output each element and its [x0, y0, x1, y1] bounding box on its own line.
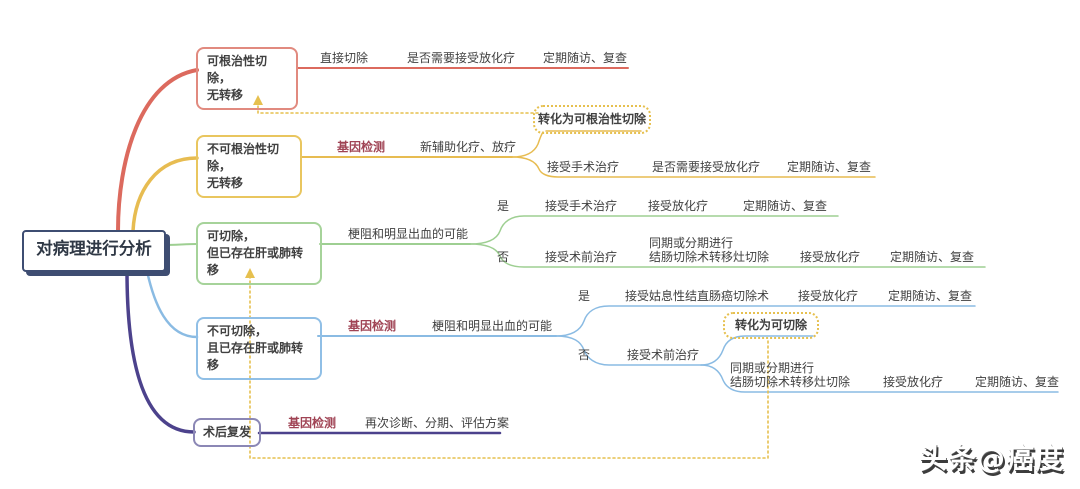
topic-radical-resection[interactable]: 可根治性切除， 无转移 — [196, 47, 298, 110]
step-followup-4no[interactable]: 定期随访、复查 — [975, 375, 1060, 389]
step-surgery-3[interactable]: 接受手术治疗 — [545, 199, 618, 213]
gene-test-label-3[interactable]: 基因检测 — [288, 416, 337, 430]
dashed-connector-top — [257, 103, 539, 114]
blue-convert-line — [700, 335, 814, 366]
step-chemoradio-3no[interactable]: 接受放化疗 — [800, 250, 861, 264]
step-followup-3yes[interactable]: 定期随访、复查 — [743, 199, 828, 213]
step-followup-3no[interactable]: 定期随访、复查 — [890, 250, 975, 264]
question-obstruction-1[interactable]: 梗阻和明显出血的可能 — [348, 227, 469, 241]
step-colectomy-1[interactable]: 同期或分期进行 结肠切除术转移灶切除 — [649, 236, 770, 264]
dashed-arrow-bottom — [245, 268, 255, 278]
green-no-line — [469, 243, 986, 268]
root-curve-green — [163, 243, 198, 246]
step-need-chemoradio-1[interactable]: 是否需要接受放化疗 — [407, 51, 516, 65]
topic-unresectable-metastasis[interactable]: 不可切除， 且已存在肝或肺转移 — [196, 317, 322, 380]
blue-no-label[interactable]: 否 — [578, 348, 591, 362]
root-curve-blue — [145, 269, 199, 339]
gene-test-label-1[interactable]: 基因检测 — [337, 140, 386, 154]
step-chemoradio-3yes[interactable]: 接受放化疗 — [648, 199, 709, 213]
step-followup-1[interactable]: 定期随访、复查 — [543, 51, 628, 65]
step-direct-resection[interactable]: 直接切除 — [320, 51, 369, 65]
yellow-fork-up — [511, 131, 544, 158]
blue-surgery-line — [700, 364, 1059, 393]
root-curve-red — [116, 68, 199, 233]
dashed-connector-bottom — [249, 276, 769, 459]
gene-test-label-2[interactable]: 基因检测 — [348, 319, 397, 333]
blue-no-line — [555, 335, 702, 366]
question-obstruction-2[interactable]: 梗阻和明显出血的可能 — [432, 319, 553, 333]
root-curve-purple — [125, 269, 196, 434]
green-no-label[interactable]: 否 — [497, 250, 510, 264]
step-preop-treatment-2[interactable]: 接受术前治疗 — [627, 348, 700, 362]
step-chemoradio-4yes[interactable]: 接受放化疗 — [798, 289, 859, 303]
blue-yes-line — [555, 305, 976, 337]
yellow-fork-down — [511, 156, 876, 178]
convert-radical-box[interactable]: 转化为可根治性切除 — [533, 105, 651, 134]
step-followup-4yes[interactable]: 定期随访、复查 — [888, 289, 973, 303]
topic-resectable-metastasis[interactable]: 可切除， 但已存在肝或肺转移 — [196, 222, 322, 285]
root-curve-yellow — [131, 156, 199, 233]
root-topic[interactable]: 对病理进行分析 — [22, 230, 166, 272]
topic-nonradical-resection[interactable]: 不可根治性切除， 无转移 — [196, 135, 302, 198]
topic-postop-recurrence[interactable]: 术后复发 — [193, 418, 261, 447]
step-need-chemoradio-2[interactable]: 是否需要接受放化疗 — [652, 160, 761, 174]
watermark: 头条@癌度 — [918, 442, 1064, 475]
step-colectomy-2[interactable]: 同期或分期进行 结肠切除术转移灶切除 — [730, 361, 851, 389]
green-yes-line — [469, 215, 839, 245]
step-rediagnosis[interactable]: 再次诊断、分期、评估方案 — [365, 416, 510, 430]
dashed-arrow-top — [253, 95, 263, 105]
step-neoadjuvant[interactable]: 新辅助化疗、放疗 — [420, 140, 517, 154]
green-yes-label[interactable]: 是 — [497, 199, 510, 213]
step-chemoradio-4no[interactable]: 接受放化疗 — [883, 375, 944, 389]
convert-resectable-box[interactable]: 转化为可切除 — [723, 312, 819, 339]
step-followup-2[interactable]: 定期随访、复查 — [787, 160, 872, 174]
step-preop-treatment-1[interactable]: 接受术前治疗 — [545, 250, 618, 264]
step-surgery-2[interactable]: 接受手术治疗 — [547, 160, 620, 174]
blue-yes-label[interactable]: 是 — [578, 289, 591, 303]
step-palliative-resection[interactable]: 接受姑息性结直肠癌切除术 — [625, 289, 770, 303]
